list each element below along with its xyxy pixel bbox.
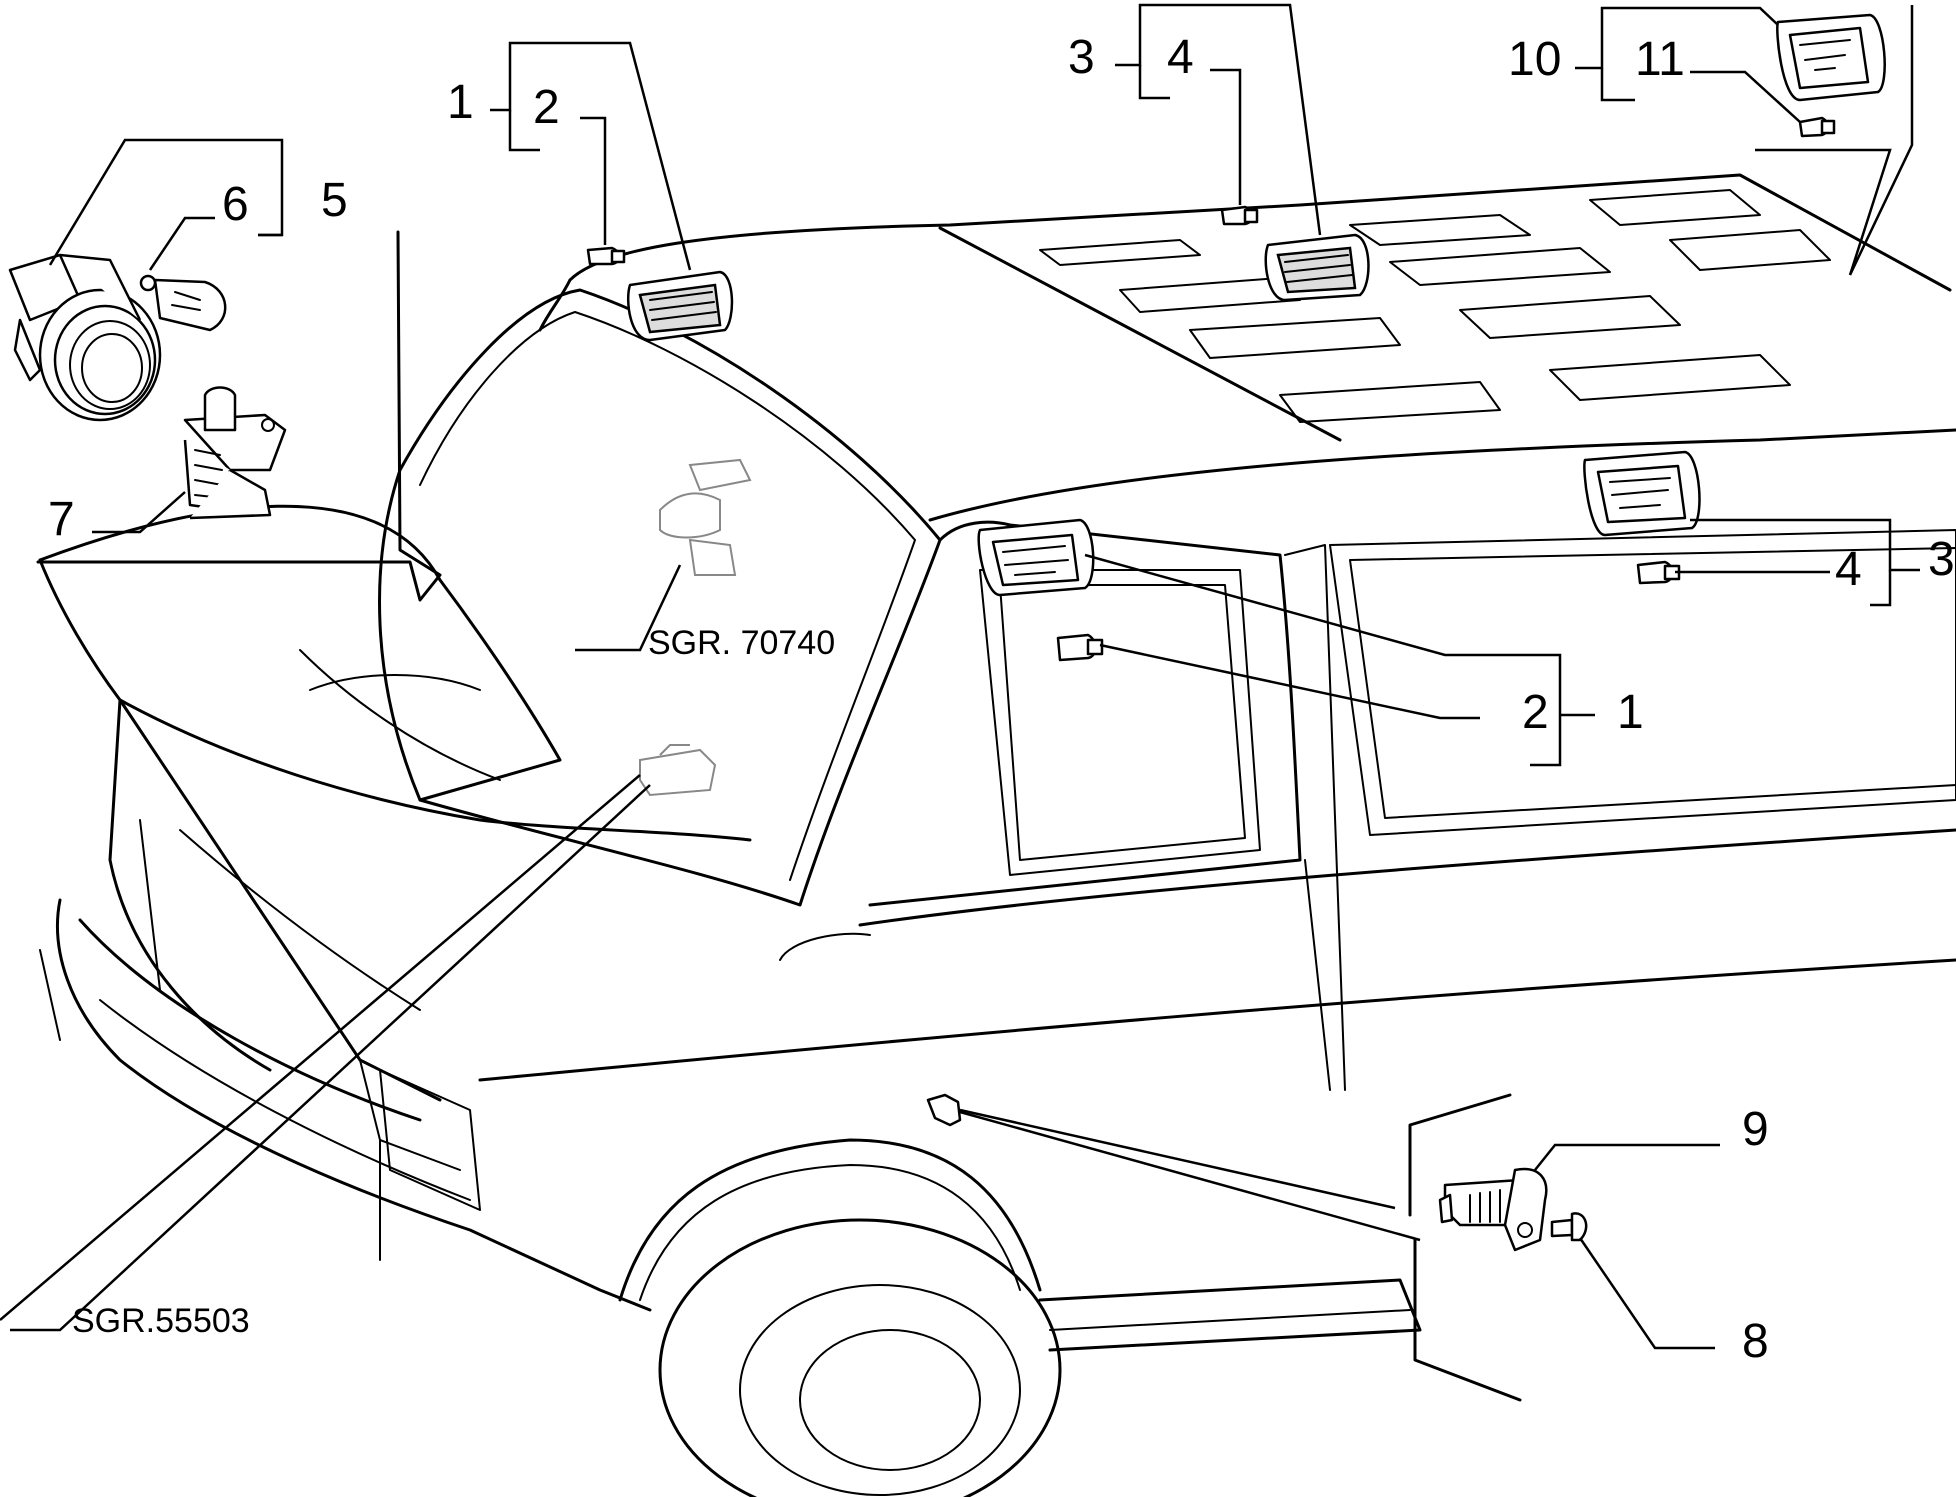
door-switch-9 xyxy=(1438,1167,1548,1252)
leader-lines xyxy=(0,3,1920,1402)
lamp-3-right xyxy=(1583,450,1701,537)
bulb-2-top xyxy=(586,246,626,266)
callout-9: 9 xyxy=(1742,1103,1769,1156)
screw-8 xyxy=(1550,1212,1588,1242)
bulb-2-mid xyxy=(1056,633,1104,662)
callout-6: 6 xyxy=(222,178,249,231)
callout-11: 11 xyxy=(1635,33,1685,86)
lamp-1-top xyxy=(626,270,734,342)
callout-3-right: 3 xyxy=(1928,533,1955,586)
callout-7: 7 xyxy=(48,493,75,546)
van-body xyxy=(38,173,1956,1497)
callout-8: 8 xyxy=(1742,1315,1769,1368)
callout-4-right: 4 xyxy=(1835,543,1862,596)
callout-3-top: 3 xyxy=(1068,31,1095,84)
lamp-10 xyxy=(1776,13,1886,102)
reference-sgr-70740: SGR. 70740 xyxy=(648,624,835,662)
callout-labels: 1 2 3 4 5 6 7 10 11 4 3 2 1 9 8 SGR. 707… xyxy=(48,31,1955,1368)
callout-10: 10 xyxy=(1508,33,1561,86)
connector-ref-part xyxy=(639,744,717,797)
callout-5: 5 xyxy=(321,174,348,227)
callout-1-mid: 1 xyxy=(1617,686,1644,739)
callout-4-top: 4 xyxy=(1167,31,1194,84)
callout-2-mid: 2 xyxy=(1522,686,1549,739)
reference-sgr-55503: SGR.55503 xyxy=(72,1302,250,1340)
door-striker xyxy=(926,1093,962,1127)
lamp-housing-5 xyxy=(8,253,162,422)
roof-panels xyxy=(1039,189,1831,423)
mirror-mount-ref-part xyxy=(659,458,752,576)
lamp-3-top xyxy=(1264,233,1370,302)
bulb-4-right xyxy=(1636,560,1681,585)
switch-clip-7 xyxy=(183,386,287,520)
callout-1-top: 1 xyxy=(447,76,474,129)
bulb-4-top xyxy=(1220,205,1259,226)
lamp-1-mid xyxy=(977,518,1095,597)
bulb-11 xyxy=(1798,116,1836,138)
bulb-6 xyxy=(139,274,227,332)
callout-2-top: 2 xyxy=(533,81,560,134)
